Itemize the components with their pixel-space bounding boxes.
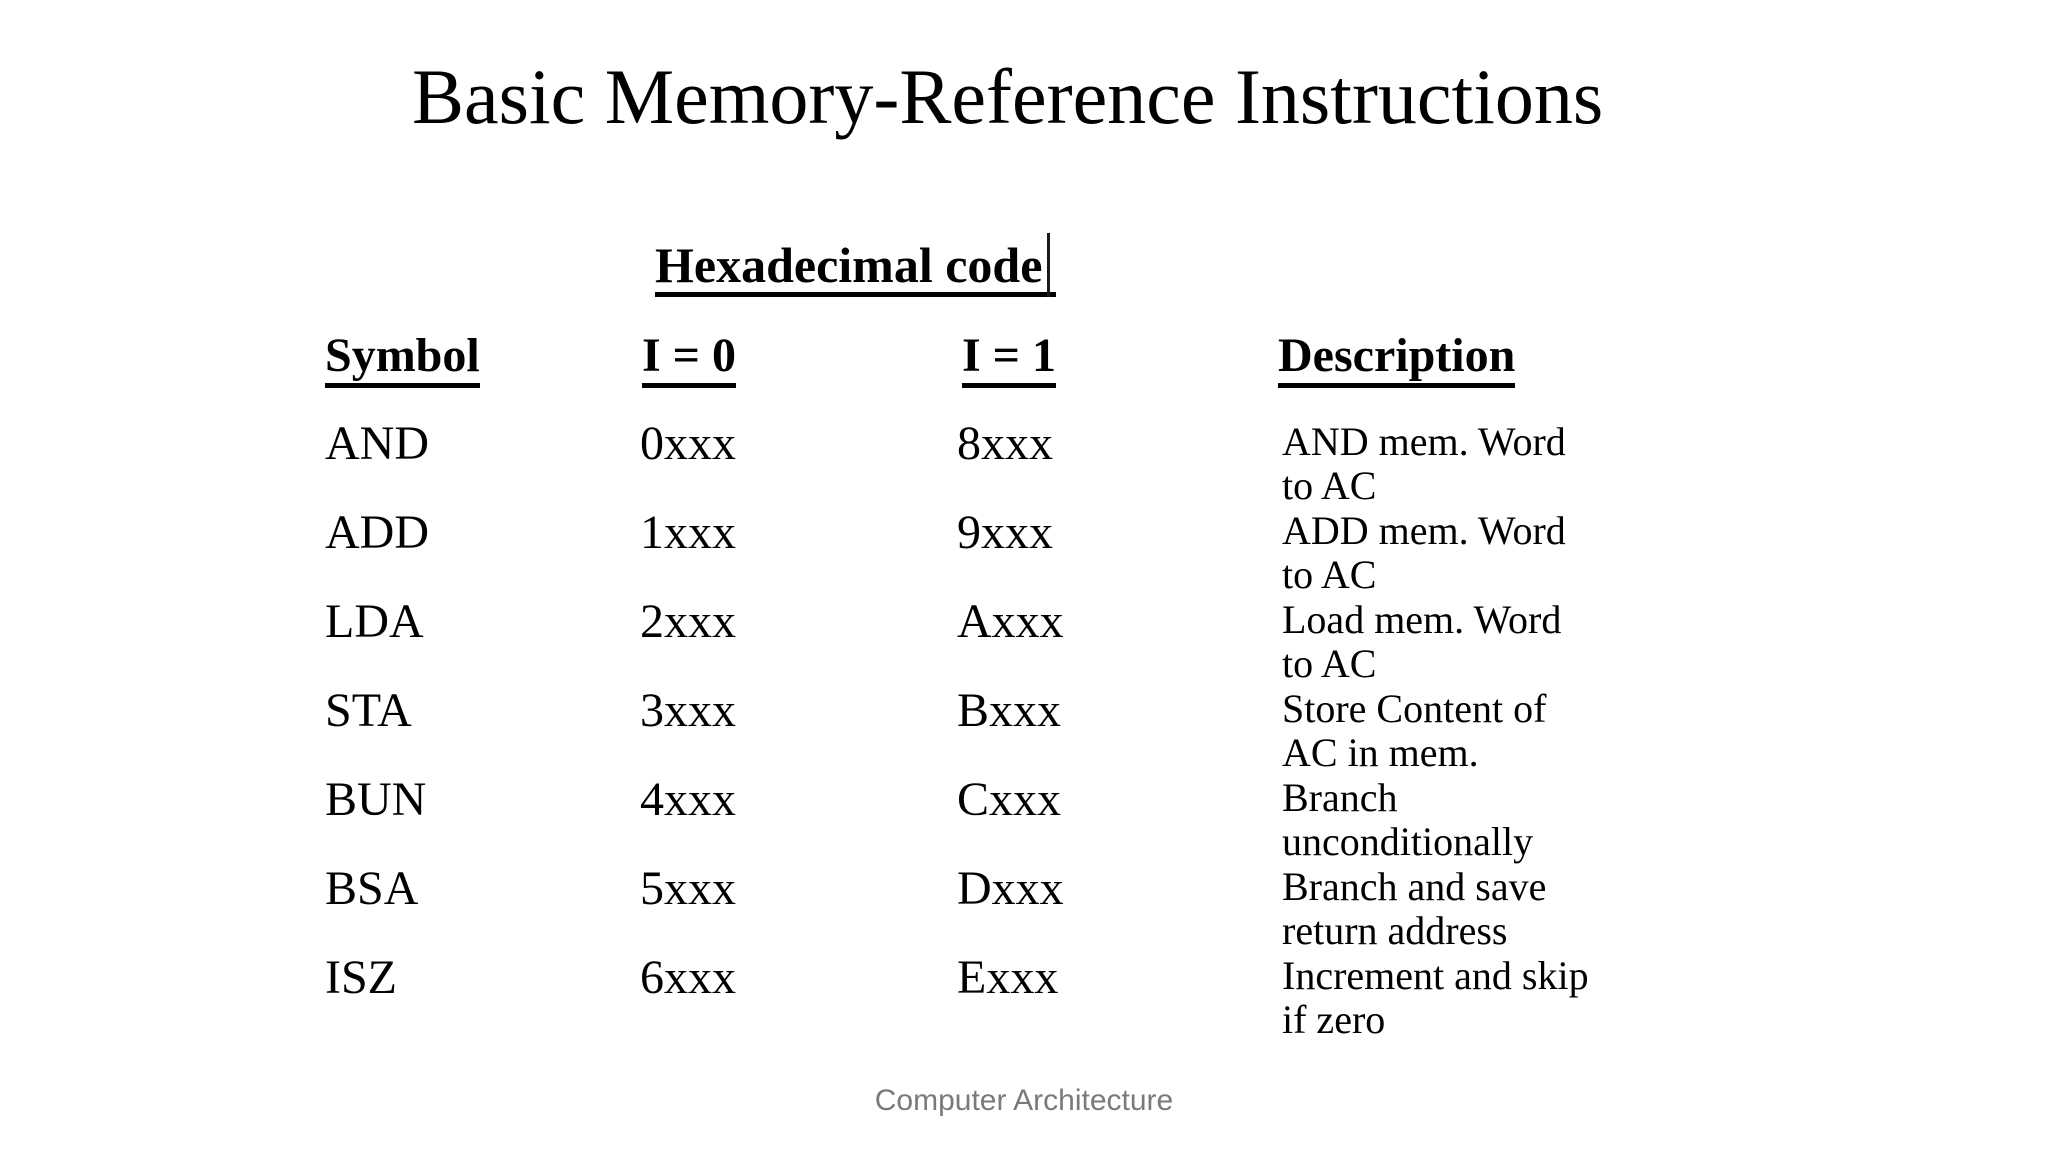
description-line-2: return address <box>1282 908 1508 953</box>
cell-symbol: ISZ <box>325 951 397 1004</box>
page-title: Basic Memory-Reference Instructions <box>412 53 1604 140</box>
footer-text: Computer Architecture <box>874 1084 1174 1117</box>
cell-i1-code: 9xxx <box>957 506 1053 559</box>
table-row: AND 0xxx 8xxx AND mem. Word to AC <box>325 420 1725 509</box>
cell-i0-code: 5xxx <box>640 862 736 915</box>
description-line-1: Branch <box>1282 775 1398 820</box>
cell-symbol: ADD <box>325 506 429 559</box>
cell-i0-code: 0xxx <box>640 417 736 470</box>
table-row: STA 3xxx Bxxx Store Content of AC in mem… <box>325 687 1725 776</box>
cell-i1-code: Exxx <box>957 951 1059 1004</box>
cell-i0-code: 1xxx <box>640 506 736 559</box>
table-row: LDA 2xxx Axxx Load mem. Word to AC <box>325 598 1725 687</box>
description-line-1: Load mem. Word <box>1282 597 1562 642</box>
hexadecimal-code-group-header[interactable]: Hexadecimal code <box>655 233 1057 297</box>
cell-i0-code: 4xxx <box>640 773 736 826</box>
description-line-2: unconditionally <box>1282 819 1534 864</box>
description-line-2: to AC <box>1282 641 1377 686</box>
column-header-i1: I = 1 <box>962 332 1057 388</box>
cell-i0-code: 6xxx <box>640 951 736 1004</box>
cell-description: Branch unconditionally <box>1282 776 1612 864</box>
cell-i0-code: 3xxx <box>640 684 736 737</box>
cell-symbol: BSA <box>325 862 419 915</box>
cell-symbol: AND <box>325 417 429 470</box>
column-header-description: Description <box>1278 332 1516 388</box>
cell-description: Increment and skip if zero <box>1282 954 1612 1042</box>
cell-i1-code: 8xxx <box>957 417 1053 470</box>
cell-i1-code: Dxxx <box>957 862 1064 915</box>
column-header-symbol: Symbol <box>325 332 480 388</box>
cell-i1-code: Cxxx <box>957 773 1062 826</box>
description-line-2: AC in mem. <box>1282 730 1479 775</box>
column-header-i0: I = 0 <box>642 332 737 388</box>
description-line-2: to AC <box>1282 463 1377 508</box>
cell-description: ADD mem. Word to AC <box>1282 509 1612 597</box>
table-row: ADD 1xxx 9xxx ADD mem. Word to AC <box>325 509 1725 598</box>
cell-i0-code: 2xxx <box>640 595 736 648</box>
cell-description: AND mem. Word to AC <box>1282 420 1612 508</box>
description-line-1: Branch and save <box>1282 864 1547 909</box>
cell-description: Load mem. Word to AC <box>1282 598 1612 686</box>
description-line-1: AND mem. Word <box>1282 419 1566 464</box>
table-body: AND 0xxx 8xxx AND mem. Word to AC ADD 1x… <box>325 420 1725 1043</box>
instructions-table: Symbol I = 0 I = 1 Description AND 0xxx … <box>325 332 1725 1043</box>
cell-i1-code: Axxx <box>957 595 1064 648</box>
description-line-1: Store Content of <box>1282 686 1547 731</box>
description-line-2: if zero <box>1282 997 1386 1042</box>
cell-i1-code: Bxxx <box>957 684 1062 737</box>
hexadecimal-code-label: Hexadecimal code <box>655 237 1043 293</box>
table-row: ISZ 6xxx Exxx Increment and skip if zero <box>325 954 1725 1043</box>
cell-symbol: LDA <box>325 595 424 648</box>
description-line-1: Increment and skip <box>1282 953 1589 998</box>
table-row: BUN 4xxx Cxxx Branch unconditionally <box>325 776 1725 865</box>
description-line-2: to AC <box>1282 552 1377 597</box>
cell-description: Store Content of AC in mem. <box>1282 687 1612 775</box>
description-line-1: ADD mem. Word <box>1282 508 1566 553</box>
table-header-row: Symbol I = 0 I = 1 Description <box>325 332 1725 420</box>
table-row: BSA 5xxx Dxxx Branch and save return add… <box>325 865 1725 954</box>
cell-symbol: BUN <box>325 773 427 826</box>
cell-symbol: STA <box>325 684 412 737</box>
text-cursor-caret <box>1047 233 1051 297</box>
cell-description: Branch and save return address <box>1282 865 1612 953</box>
